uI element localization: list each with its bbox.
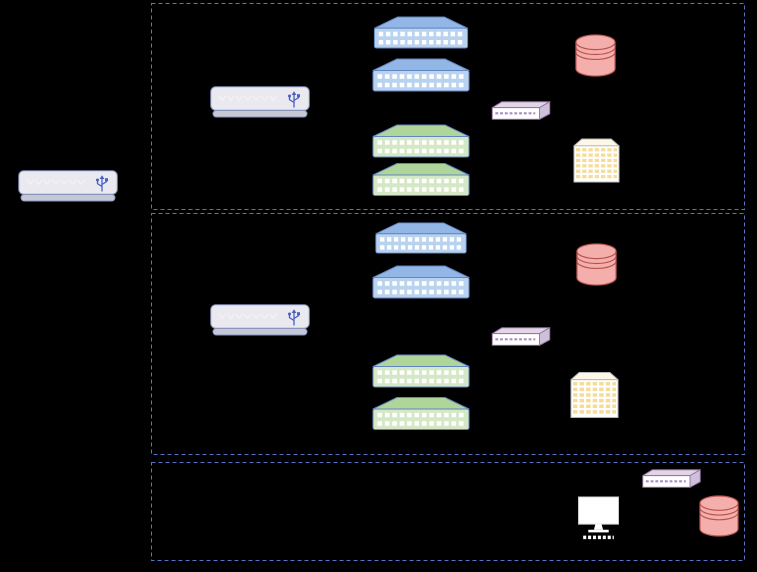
zone2-green-switch-2-icon <box>373 398 469 430</box>
zone2-blue-switch-1-icon <box>376 223 466 253</box>
zone3-workstation-icon <box>576 496 621 540</box>
zone1-database-icon <box>575 34 616 77</box>
zone1-green-switch-2-icon <box>373 164 469 196</box>
zone2-green-switch-1-icon <box>373 355 469 387</box>
zone-3-boundary <box>151 462 745 561</box>
zone-2-boundary <box>151 213 745 455</box>
zone1-blue-switch-1-icon <box>374 17 467 48</box>
zone1-rack-server-icon <box>491 101 551 120</box>
zone3-database-icon <box>699 495 739 537</box>
zone1-switch-icon <box>210 86 310 118</box>
zone1-blue-switch-2-icon <box>373 59 469 91</box>
zone3-rack-server-icon <box>641 469 702 488</box>
zone2-database-icon <box>576 243 617 286</box>
zone-1-boundary <box>151 3 745 210</box>
zone2-blue-switch-2-icon <box>373 266 469 298</box>
zone2-storage-array-icon <box>570 371 619 419</box>
zone2-rack-server-icon <box>491 327 551 346</box>
zone1-storage-array-icon <box>573 138 620 183</box>
zone2-switch-icon <box>210 304 310 336</box>
zone1-green-switch-1-icon <box>373 125 469 157</box>
external-switch-icon <box>18 170 118 202</box>
